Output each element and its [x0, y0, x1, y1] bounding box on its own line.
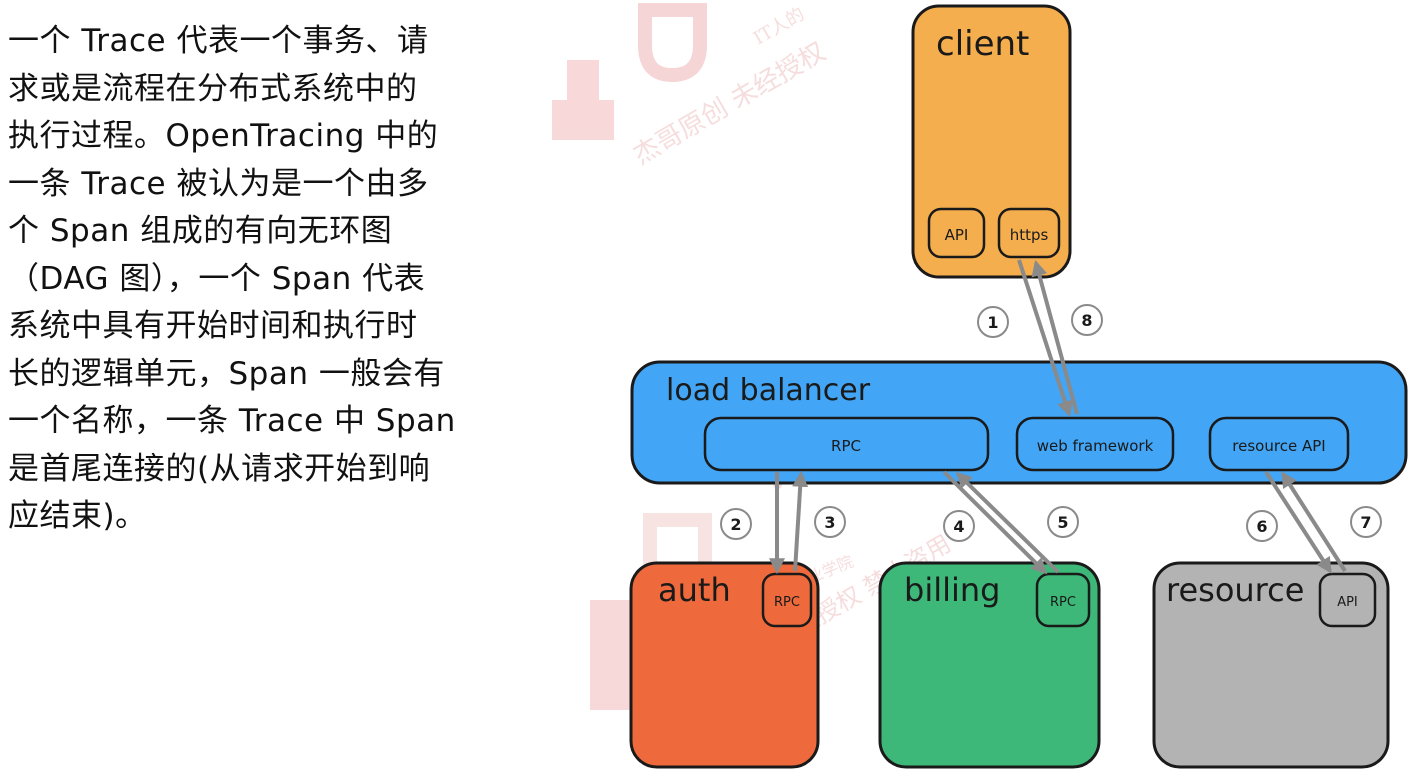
client-api-label: API — [945, 226, 969, 244]
step-badge-6: 6 — [1246, 510, 1278, 542]
billing-rpc-box — [1035, 572, 1091, 628]
watermark-logo-icon — [638, 3, 707, 83]
arrow-step-6 — [1264, 470, 1332, 574]
auth-title: auth — [658, 571, 731, 609]
svg-text:7: 7 — [1360, 513, 1371, 532]
svg-text:4: 4 — [953, 517, 964, 536]
step-badge-8: 8 — [1071, 304, 1103, 336]
auth-rpc-box — [761, 572, 813, 628]
step-badge-4: 4 — [943, 510, 975, 542]
description-line: （DAG 图），一个 Span 代表 — [8, 260, 426, 297]
resource-node: resource API — [1152, 561, 1390, 769]
svg-text:5: 5 — [1057, 513, 1068, 532]
description-line: 一个名称，一条 Trace 中 Span — [8, 403, 456, 439]
billing-node: billing RPC — [878, 561, 1101, 769]
client-node: client API https — [911, 4, 1072, 279]
lb-resource-api-box — [1208, 416, 1350, 472]
arrow-step-5 — [955, 471, 1060, 574]
resource-api-label: API — [1337, 595, 1358, 610]
client-https-label: https — [1010, 226, 1049, 244]
lb-rpc-box — [703, 416, 990, 472]
step-badge-1: 1 — [977, 306, 1009, 338]
step-badge-3: 3 — [814, 506, 846, 538]
step-badge-7: 7 — [1350, 506, 1382, 538]
load-balancer-title: load balancer — [666, 373, 871, 408]
arrow-step-7 — [1281, 471, 1347, 573]
description-line: 一条 Trace 被认为是一个由多 — [8, 165, 429, 202]
description-line: 长的逻辑单元，Span 一般会有 — [8, 355, 445, 392]
description-line: 个 Span 组成的有向无环图 — [8, 213, 393, 249]
auth-rpc-label: RPC — [774, 595, 800, 610]
client-api-box — [927, 207, 986, 259]
svg-text:3: 3 — [824, 513, 835, 532]
description-line: 一个 Trace 代表一个事务、请 — [8, 23, 429, 59]
svg-text:8: 8 — [1081, 311, 1092, 330]
lb-rpc-label: RPC — [831, 437, 861, 455]
description-line: 应结束)。 — [8, 498, 147, 534]
watermark-text: 杰哥原创 未经授权 — [629, 37, 831, 171]
svg-text:2: 2 — [730, 515, 741, 534]
arrow-step-1 — [1017, 259, 1073, 418]
description-line: 是首尾连接的(从请求开始到响 — [8, 450, 431, 487]
lb-web-framework-box — [1015, 416, 1175, 472]
description-text: 一个 Trace 代表一个事务、请 求或是流程在分布式系统中的 执行过程。Ope… — [8, 18, 523, 541]
auth-node: auth RPC — [629, 561, 820, 769]
svg-text:1: 1 — [987, 313, 998, 332]
lb-resource-api-label: resource API — [1232, 437, 1325, 455]
svg-text:6: 6 — [1256, 517, 1267, 536]
arrow-step-8 — [1031, 259, 1079, 415]
step-badge-5: 5 — [1047, 506, 1079, 538]
client-https-box — [997, 207, 1061, 259]
resource-title: resource — [1166, 571, 1304, 609]
watermark-text: IT人的 — [750, 4, 808, 50]
description-line: 系统中具有开始时间和执行时 — [8, 308, 418, 344]
client-title: client — [936, 24, 1029, 64]
resource-api-box — [1318, 572, 1377, 628]
description-line: 执行过程。OpenTracing 中的 — [8, 118, 439, 154]
arrow-step-3 — [792, 470, 809, 572]
description-line: 求或是流程在分布式系统中的 — [8, 70, 418, 107]
billing-title: billing — [904, 571, 1000, 609]
watermark-stamp-icon — [552, 60, 614, 140]
step-badge-2: 2 — [720, 508, 752, 540]
billing-rpc-label: RPC — [1050, 595, 1076, 610]
lb-web-framework-label: web framework — [1037, 437, 1154, 455]
load-balancer-node: load balancer RPC web framework resource… — [630, 360, 1408, 485]
